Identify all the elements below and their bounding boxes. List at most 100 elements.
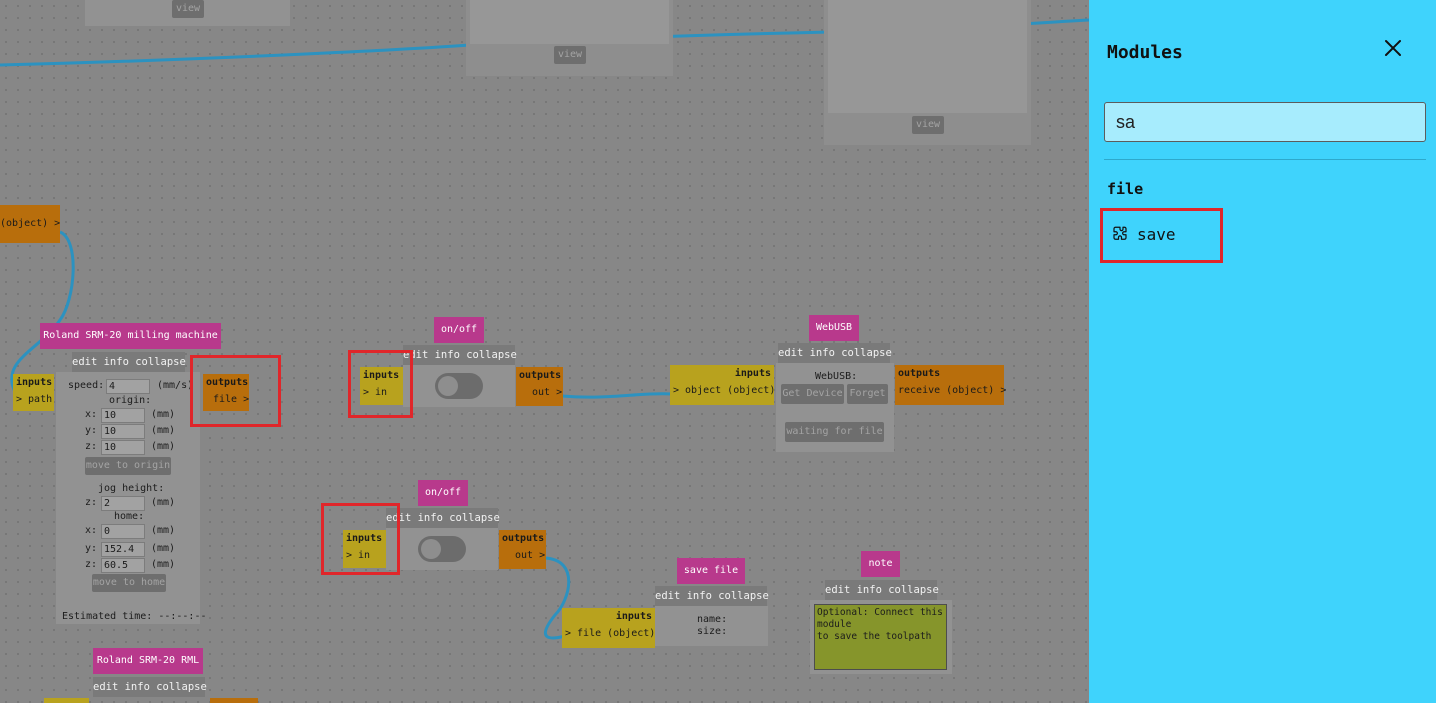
module-toolbar[interactable]: edit info collapse	[825, 580, 939, 600]
path-input[interactable]: > path	[16, 394, 53, 405]
speed-input[interactable]: 4	[106, 379, 150, 394]
mm-unit: (mm)	[151, 559, 176, 570]
module-title[interactable]: on/off	[434, 317, 484, 343]
mm-unit: (mm)	[151, 409, 176, 420]
move-to-origin-button[interactable]: move to origin	[85, 457, 171, 475]
top-panel-2	[466, 0, 673, 76]
estimated-time: Estimated time: --:--:--	[62, 611, 207, 622]
outputs-label: outputs	[898, 368, 941, 379]
rml-output-port[interactable]	[210, 698, 258, 703]
origin-z-input[interactable]: 10	[101, 440, 145, 455]
module-title[interactable]: Roland SRM-20 RML	[93, 648, 203, 674]
in-input[interactable]: > in	[346, 550, 371, 561]
object-output-port[interactable]: (object) >	[0, 205, 60, 243]
home-z-input[interactable]: 60.5	[101, 558, 145, 573]
module-title[interactable]: note	[861, 551, 900, 577]
module-title[interactable]: on/off	[418, 480, 468, 506]
modules-sidebar: Modules file save	[1089, 0, 1436, 703]
module-search-input[interactable]	[1104, 102, 1426, 142]
inputs-label: inputs	[16, 377, 53, 388]
y-label: y:	[85, 425, 98, 436]
get-device-button[interactable]: Get Device	[781, 384, 844, 404]
workflow-canvas[interactable]: view view view (object) > Roland SRM-20 …	[0, 0, 1089, 703]
mm-unit: (mm)	[151, 497, 176, 508]
view-area	[470, 0, 669, 44]
module-toolbar[interactable]: edit info collapse	[778, 343, 892, 363]
module-item-save[interactable]: save	[1111, 221, 1176, 247]
outputs-port[interactable]: outputs out >	[499, 530, 546, 569]
inputs-port[interactable]: inputs > file (object)	[562, 608, 655, 648]
mm-unit: (mm)	[151, 441, 176, 452]
home-x-input[interactable]: 0	[101, 524, 145, 539]
close-icon[interactable]	[1381, 36, 1405, 60]
highlight-box	[321, 503, 400, 575]
in-input[interactable]: > in	[363, 387, 388, 398]
outputs-label: outputs	[519, 370, 562, 381]
home-label: home:	[114, 511, 145, 522]
mm-unit: (mm)	[151, 425, 176, 436]
view-area	[828, 0, 1027, 113]
outputs-port[interactable]: outputs out >	[516, 367, 563, 406]
view-button[interactable]: view	[912, 116, 944, 134]
inputs-port[interactable]: inputs > path	[13, 374, 54, 411]
size-label: size:	[697, 626, 728, 637]
outputs-label: outputs	[502, 533, 545, 544]
category-file: file	[1107, 180, 1144, 198]
outputs-label: outputs	[206, 377, 249, 388]
jog-height-label: jog height:	[98, 483, 165, 494]
jog-z-input[interactable]: 2	[101, 496, 145, 511]
highlight-box	[348, 350, 413, 418]
module-toolbar[interactable]: edit info collapse	[72, 352, 186, 372]
toggle-switch[interactable]	[418, 536, 466, 562]
webusb-label: WebUSB:	[815, 371, 858, 382]
home-y-label: y:	[85, 543, 98, 554]
highlight-box	[190, 355, 281, 427]
jog-z-label: z:	[85, 497, 98, 508]
name-label: name:	[697, 614, 728, 625]
home-x-label: x:	[85, 525, 98, 536]
module-toolbar[interactable]: edit info collapse	[93, 677, 207, 697]
speed-unit: (mm/s)	[157, 380, 194, 391]
wire-out-to-file	[543, 556, 571, 640]
wire-object-to-path	[10, 230, 75, 393]
view-button[interactable]: view	[172, 0, 204, 18]
out-output[interactable]: out >	[515, 550, 546, 561]
receive-output[interactable]: receive (object) >	[898, 385, 1007, 396]
view-button[interactable]: view	[554, 46, 586, 64]
toggle-switch[interactable]	[435, 373, 483, 399]
inputs-port[interactable]: inputs > in	[360, 367, 403, 405]
outputs-port[interactable]: outputs file >	[203, 374, 249, 411]
toggle-knob	[438, 376, 458, 396]
sidebar-title: Modules	[1107, 42, 1183, 63]
file-output[interactable]: file >	[213, 394, 250, 405]
inputs-label: inputs	[734, 368, 771, 379]
module-toolbar[interactable]: edit info collapse	[655, 586, 769, 606]
home-y-input[interactable]: 152.4	[101, 542, 145, 557]
inputs-port[interactable]: inputs > in	[343, 530, 386, 568]
module-toolbar[interactable]: edit info collapse	[403, 345, 517, 365]
module-item-label: save	[1137, 224, 1176, 244]
rml-input-port[interactable]	[44, 698, 89, 703]
module-title[interactable]: WebUSB	[809, 315, 859, 341]
forget-button[interactable]: Forget	[847, 384, 888, 404]
mm-unit: (mm)	[151, 543, 176, 554]
module-toolbar[interactable]: edit info collapse	[386, 508, 500, 528]
outputs-port[interactable]: outputs receive (object) >	[895, 365, 1007, 405]
divider	[1104, 159, 1426, 160]
highlight-box	[1100, 208, 1223, 263]
waiting-for-file-button[interactable]: waiting for file	[785, 422, 884, 442]
speed-label: speed:	[68, 380, 105, 391]
home-z-label: z:	[85, 559, 98, 570]
out-output[interactable]: out >	[532, 387, 563, 398]
object-input[interactable]: > object (object)	[673, 385, 776, 396]
module-title[interactable]: save file	[677, 558, 745, 584]
origin-label: origin:	[109, 395, 152, 406]
move-to-home-button[interactable]: move to home	[92, 574, 166, 592]
note-textarea[interactable]: Optional: Connect this module to save th…	[814, 604, 947, 670]
origin-y-input[interactable]: 10	[101, 424, 145, 439]
inputs-label: inputs	[363, 370, 400, 381]
module-title[interactable]: Roland SRM-20 milling machine	[40, 323, 221, 349]
file-input[interactable]: > file (object)	[565, 628, 656, 639]
inputs-port[interactable]: inputs > object (object)	[670, 365, 776, 405]
origin-x-input[interactable]: 10	[101, 408, 145, 423]
